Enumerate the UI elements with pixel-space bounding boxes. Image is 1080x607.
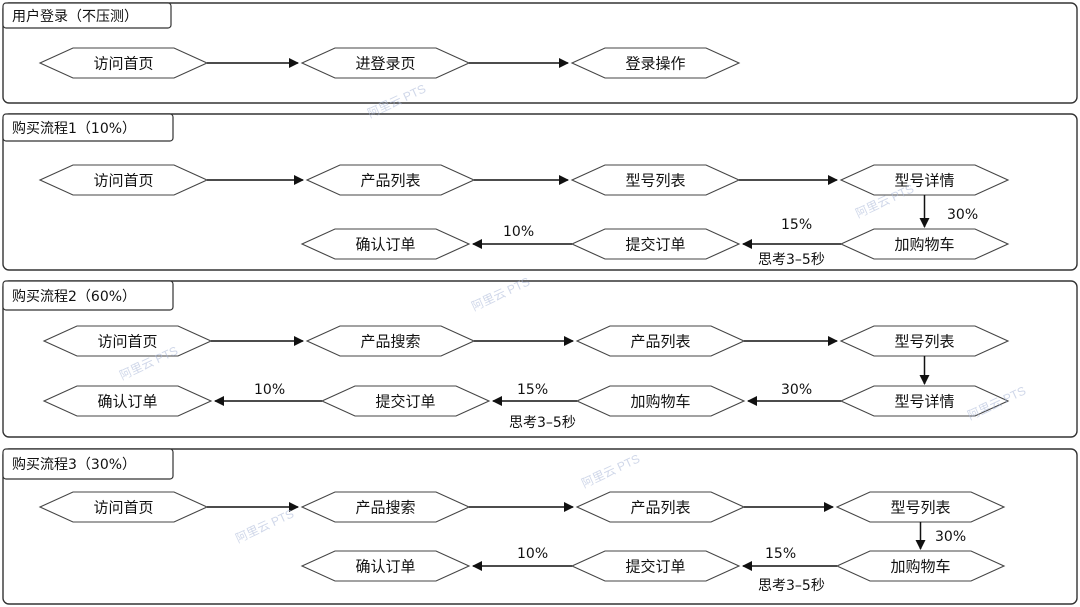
- node-login-action: 登录操作: [570, 47, 741, 79]
- svg-text:登录操作: 登录操作: [625, 55, 685, 73]
- svg-text:提交订单: 提交订单: [625, 236, 685, 254]
- svg-text:产品搜索: 产品搜索: [355, 499, 415, 517]
- node-submit-order: 提交订单: [570, 550, 741, 582]
- panel-title-box: [2, 113, 174, 142]
- edge-label-percent: 15%: [765, 546, 796, 562]
- panel-title-box: [2, 280, 174, 311]
- edge-label-percent: 30%: [935, 529, 966, 545]
- node-submit-order: 提交订单: [570, 228, 741, 260]
- svg-text:型号列表: 型号列表: [894, 333, 954, 351]
- node-add-to-cart: 加购物车: [839, 228, 1010, 260]
- panel-purchase-flow-3: 购买流程3（30%） 访问首页 产品搜索 产品列表 型号列表 加购物车 提交订单…: [2, 448, 1078, 605]
- svg-text:访问首页: 访问首页: [97, 333, 157, 351]
- svg-text:型号详情: 型号详情: [894, 172, 954, 190]
- svg-text:访问首页: 访问首页: [93, 172, 153, 190]
- svg-text:提交订单: 提交订单: [625, 558, 685, 576]
- node-product-list: 产品列表: [575, 491, 746, 523]
- node-visit-home: 访问首页: [38, 164, 209, 196]
- node-add-to-cart: 加购物车: [575, 385, 746, 417]
- svg-text:加购物车: 加购物车: [894, 236, 954, 254]
- panel-purchase-flow-2: 购买流程2（60%） 访问首页 产品搜索 产品列表 型号列表 型号详情 加购物车…: [2, 280, 1078, 438]
- node-model-detail: 型号详情: [839, 164, 1010, 196]
- edge-label-percent: 10%: [503, 224, 534, 240]
- node-confirm-order: 确认订单: [300, 228, 471, 260]
- node-model-list: 型号列表: [835, 491, 1006, 523]
- panel-frame: [2, 113, 1078, 271]
- edge-label-percent: 30%: [781, 382, 812, 398]
- svg-text:产品列表: 产品列表: [630, 499, 690, 517]
- panel-title: 购买流程1（10%）: [12, 121, 136, 137]
- edge-label-think-time: 思考3–5秒: [509, 415, 576, 431]
- svg-text:访问首页: 访问首页: [93, 499, 153, 517]
- panel-title: 购买流程2（60%）: [12, 289, 136, 305]
- panel-purchase-flow-1: 购买流程1（10%） 访问首页 产品列表 型号列表 型号详情 加购物车 提交订单…: [2, 113, 1078, 271]
- svg-text:加购物车: 加购物车: [890, 558, 950, 576]
- node-product-list: 产品列表: [305, 164, 476, 196]
- node-product-search: 产品搜索: [305, 325, 476, 357]
- panel-frame: [2, 280, 1078, 438]
- edge-label-percent: 30%: [947, 207, 978, 223]
- panel-title: 用户登录（不压测）: [12, 8, 138, 25]
- edge-label-percent: 10%: [517, 546, 548, 562]
- svg-text:确认订单: 确认订单: [97, 393, 157, 411]
- svg-text:进登录页: 进登录页: [355, 55, 415, 73]
- edge-label-think-time: 思考3–5秒: [758, 252, 825, 268]
- svg-text:加购物车: 加购物车: [630, 393, 690, 411]
- svg-text:型号详情: 型号详情: [894, 393, 954, 411]
- node-product-list: 产品列表: [575, 325, 746, 357]
- node-model-list: 型号列表: [570, 164, 741, 196]
- node-add-to-cart: 加购物车: [835, 550, 1006, 582]
- svg-text:产品列表: 产品列表: [630, 333, 690, 351]
- svg-text:产品列表: 产品列表: [360, 172, 420, 190]
- node-model-list: 型号列表: [839, 325, 1010, 357]
- panel-user-login: 用户登录（不压测） 访问首页 进登录页 登录操作: [2, 2, 1078, 104]
- node-enter-login-page: 进登录页: [300, 47, 471, 79]
- svg-text:确认订单: 确认订单: [355, 236, 415, 254]
- svg-text:访问首页: 访问首页: [93, 55, 153, 73]
- panel-title-box: [2, 448, 174, 480]
- svg-text:确认订单: 确认订单: [355, 558, 415, 576]
- edge-label-percent: 15%: [517, 382, 548, 398]
- edge-label-percent: 15%: [781, 217, 812, 233]
- svg-text:产品搜索: 产品搜索: [360, 333, 420, 351]
- node-visit-home: 访问首页: [38, 491, 209, 523]
- panel-frame: [2, 2, 1078, 104]
- svg-text:型号列表: 型号列表: [625, 172, 685, 190]
- node-submit-order: 提交订单: [320, 385, 491, 417]
- svg-text:型号列表: 型号列表: [890, 499, 950, 517]
- node-model-detail: 型号详情: [839, 385, 1010, 417]
- edge-label-percent: 10%: [254, 382, 285, 398]
- svg-text:提交订单: 提交订单: [375, 393, 435, 411]
- node-product-search: 产品搜索: [300, 491, 471, 523]
- edge-label-think-time: 思考3–5秒: [758, 578, 825, 594]
- node-visit-home: 访问首页: [38, 47, 209, 79]
- node-confirm-order: 确认订单: [300, 550, 471, 582]
- node-visit-home: 访问首页: [42, 325, 213, 357]
- panel-title-box: [2, 2, 172, 29]
- node-confirm-order: 确认订单: [42, 385, 213, 417]
- panel-title: 购买流程3（30%）: [12, 457, 136, 473]
